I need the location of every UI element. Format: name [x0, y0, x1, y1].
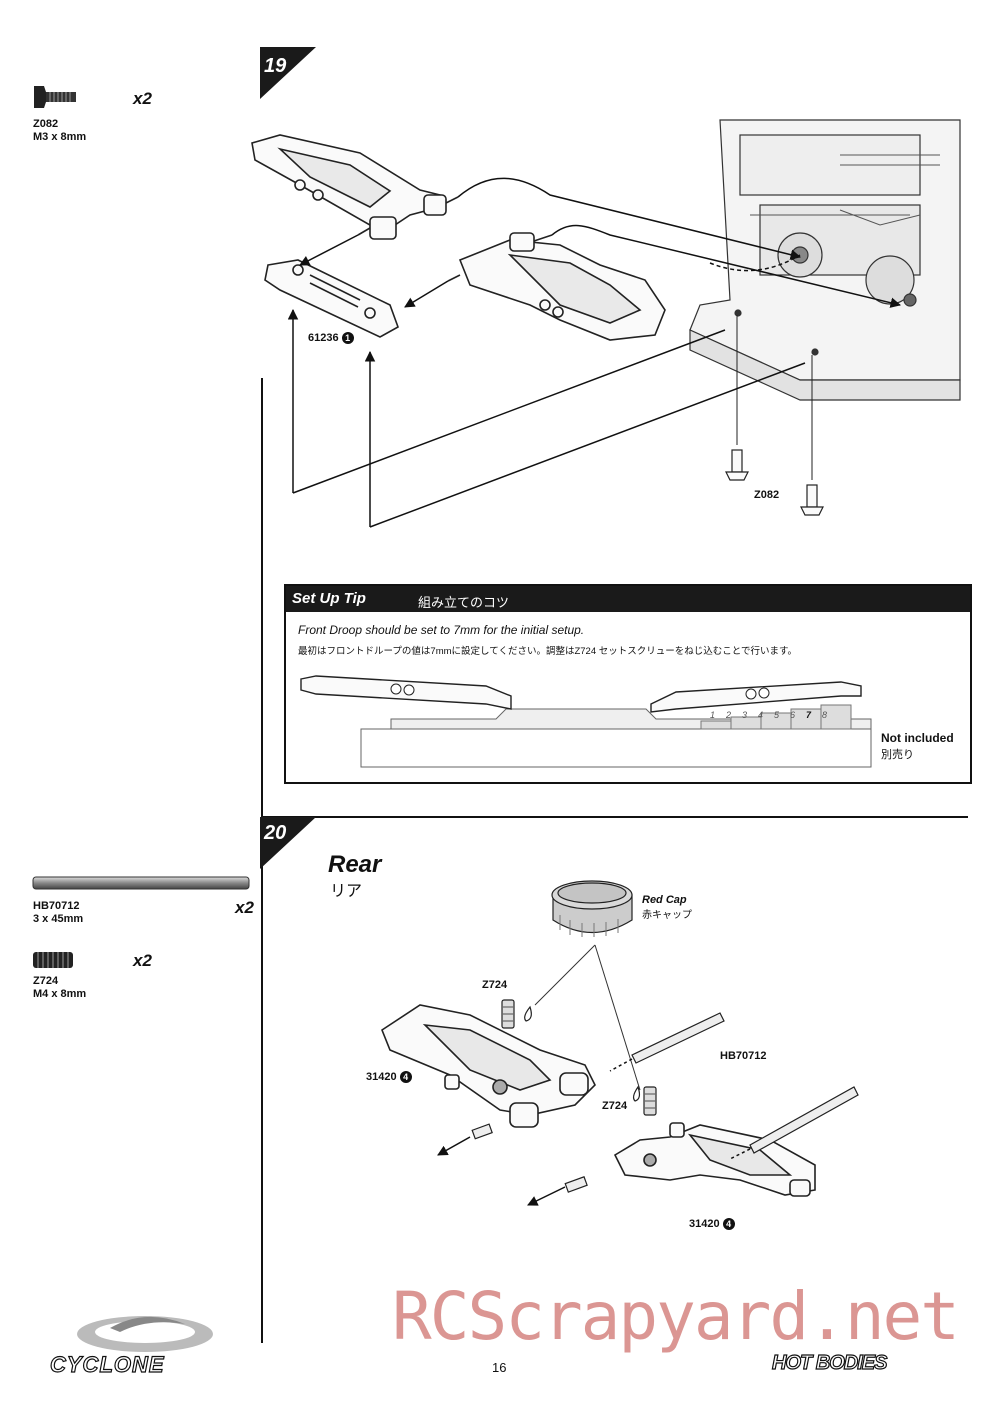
- z082-quantity: x2: [133, 89, 152, 108]
- set-screw-icon: [33, 952, 73, 968]
- step-19-badge: [260, 47, 316, 99]
- setup-tip-header: Set Up Tip 組み立てのコツ: [286, 586, 970, 612]
- step-19-number: 19: [264, 55, 287, 77]
- gauge-mark-8: 8: [822, 710, 828, 720]
- gauge-mark-2: 2: [726, 710, 732, 720]
- red-cap-label-jp: 赤キャップ: [642, 910, 692, 921]
- setscrew-drawings: [501, 999, 657, 1116]
- cyclone-logo-swoosh: [77, 1316, 213, 1352]
- hb70712-quantity: x2: [235, 898, 254, 917]
- gauge-mark-4: 4: [758, 710, 764, 720]
- not-included-label-jp: 別売り: [881, 749, 914, 761]
- gauge-mark-5: 5: [774, 710, 780, 720]
- upper-arm-drawing: [251, 134, 459, 240]
- step-20-badge: [260, 817, 316, 869]
- droop-gauge-drawing: [300, 675, 872, 768]
- cyclone-logo: CYCLONE: [49, 1351, 165, 1377]
- step-19-illustration: [251, 119, 961, 528]
- red-cap-drawing: [551, 880, 633, 937]
- hb70712-code: HB70712: [33, 900, 80, 912]
- watermark: RCScrapyard.net: [392, 1278, 960, 1355]
- hinge-pin-icon: [32, 876, 250, 890]
- step-20-divider: [262, 816, 968, 818]
- rear-arm-31420-label-b: 31420 4: [689, 1218, 735, 1231]
- chassis-drawing: [689, 119, 961, 401]
- z082-code: Z082: [33, 118, 59, 130]
- setup-tip-text-en: Front Droop should be set to 7mm for the…: [298, 623, 585, 637]
- screw-z082-label: Z082: [754, 489, 780, 501]
- rear-heading-jp: リア: [330, 883, 363, 900]
- reference-circle-1: 1: [341, 332, 354, 344]
- rear-arm-a-drawing: [381, 1004, 596, 1128]
- step-20-number: 20: [264, 822, 287, 844]
- setup-tip-title: Set Up Tip: [292, 590, 366, 607]
- hb70712-size: 3 x 45mm: [33, 913, 84, 925]
- hinge-pin-hb70712-label: HB70712: [720, 1050, 767, 1062]
- gauge-mark-1: 1: [710, 710, 716, 720]
- reference-circle-4-a: 4: [399, 1071, 412, 1083]
- z724-quantity: x2: [133, 951, 152, 970]
- z724-size: M4 x 8mm: [33, 988, 87, 1000]
- hot-bodies-logo: HOT BODIES: [771, 1351, 888, 1374]
- rear-heading: Rear: [328, 851, 382, 878]
- gauge-mark-6: 6: [790, 710, 796, 720]
- setscrew-z724-label-a: Z724: [482, 979, 508, 991]
- gauge-mark-7: 7: [806, 710, 812, 720]
- not-included-label: Not included: [881, 731, 954, 745]
- setup-tip-text-jp: 最初はフロントドループの値は7mmに設定してください。調整はZ724 セットスク…: [298, 646, 798, 657]
- z082-size: M3 x 8mm: [33, 131, 87, 143]
- lower-arm-drawing: [447, 232, 666, 341]
- step-20-illustration: [381, 880, 859, 1206]
- rear-arm-31420-label-a: 31420 4: [366, 1071, 412, 1084]
- setscrew-z724-label-b: Z724: [602, 1100, 628, 1112]
- red-cap-label: Red Cap: [642, 894, 687, 906]
- gauge-mark-3: 3: [742, 710, 748, 720]
- setup-tip-box: Set Up Tip 組み立てのコツ Front Droop should be…: [284, 584, 972, 784]
- page-number: 16: [492, 1360, 507, 1375]
- pivot-link-drawing: [264, 259, 399, 338]
- flat-head-screw-icon: [34, 86, 76, 108]
- reference-circle-4-b: 4: [722, 1218, 735, 1230]
- setup-tip-title-jp: 組み立てのコツ: [418, 595, 510, 610]
- arm-part-61236-label: 61236 1: [308, 332, 354, 345]
- z724-code: Z724: [33, 975, 59, 987]
- screw-drawings: [725, 315, 824, 516]
